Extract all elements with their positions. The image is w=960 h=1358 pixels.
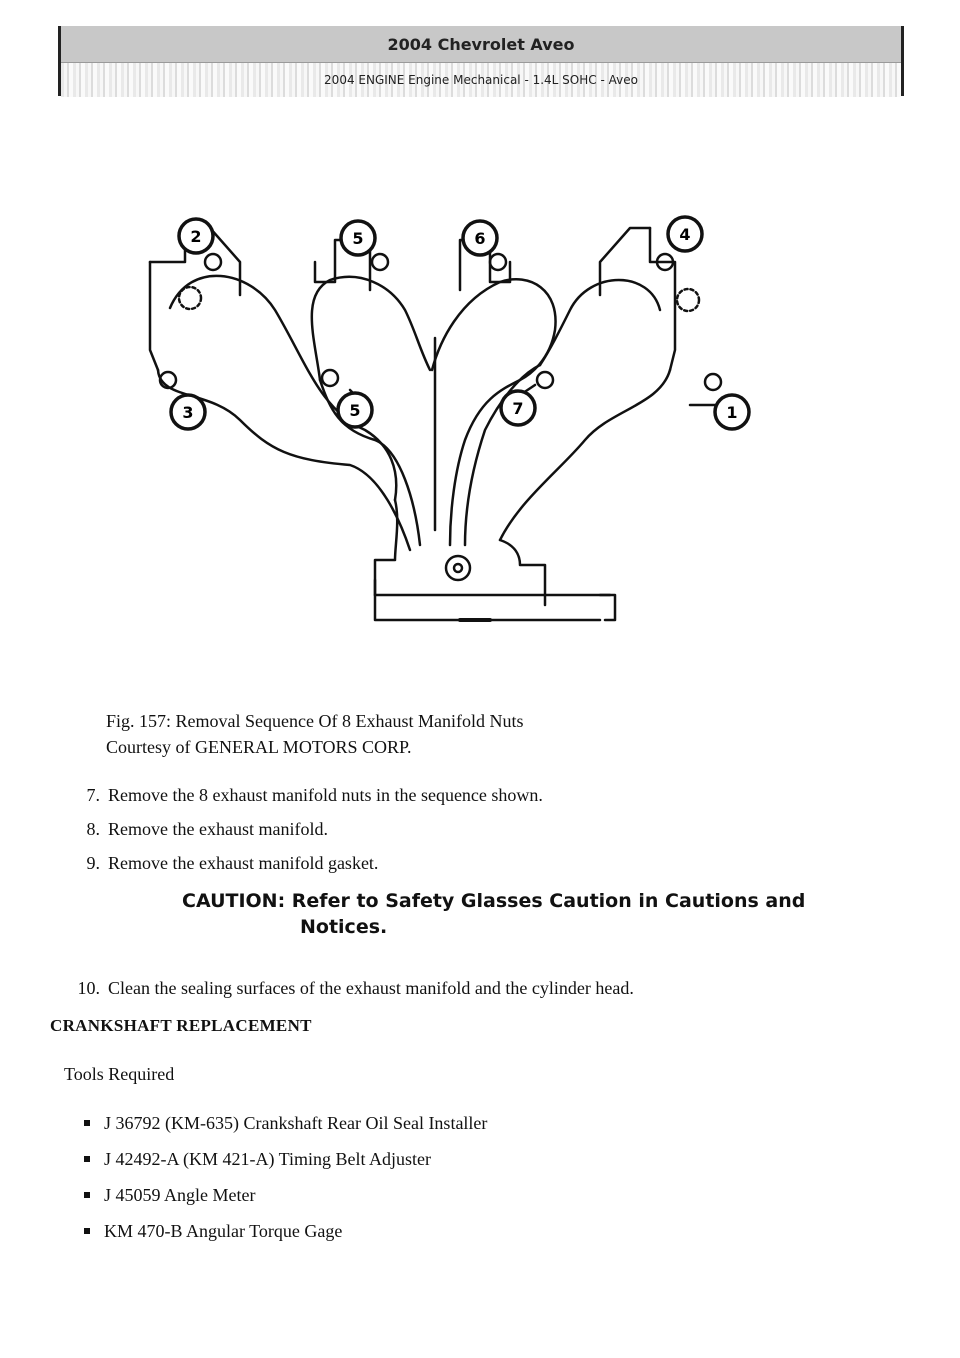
caution-notice: CAUTION: Refer to Safety Glasses Caution…: [182, 888, 832, 940]
list-item: J 42492-A (KM 421-A) Timing Belt Adjuste…: [84, 1141, 487, 1177]
bullet-icon: [84, 1192, 90, 1198]
svg-text:1: 1: [726, 403, 737, 422]
tools-list: J 36792 (KM-635) Crankshaft Rear Oil Sea…: [84, 1105, 487, 1249]
procedure-steps: 7. Remove the 8 exhaust manifold nuts in…: [60, 778, 880, 998]
caption-line-1: Fig. 157: Removal Sequence Of 8 Exhaust …: [106, 711, 524, 731]
step-number: 8.: [86, 818, 101, 839]
callout-2: 2: [177, 217, 215, 255]
exhaust-manifold-diagram: 2 5 6 4 3: [130, 200, 780, 640]
bullet-icon: [84, 1120, 90, 1126]
step-number: 9.: [86, 852, 101, 873]
svg-text:6: 6: [474, 229, 485, 248]
tool-text: J 36792 (KM-635) Crankshaft Rear Oil Sea…: [104, 1112, 488, 1133]
svg-text:4: 4: [679, 225, 690, 244]
page-header: 2004 Chevrolet Aveo 2004 ENGINE Engine M…: [58, 26, 904, 97]
step-item: 9. Remove the exhaust manifold gasket.: [60, 846, 880, 880]
manifold-outline: [148, 260, 160, 372]
step-text: Remove the 8 exhaust manifold nuts in th…: [108, 784, 543, 805]
list-item: J 45059 Angle Meter: [84, 1177, 487, 1213]
callout-6: 6: [461, 219, 499, 257]
step-item: 7. Remove the 8 exhaust manifold nuts in…: [60, 778, 880, 812]
section-title: CRANKSHAFT REPLACEMENT: [50, 1016, 312, 1035]
callout-5-top: 5: [339, 219, 377, 257]
step-number: 10.: [77, 977, 101, 998]
svg-text:3: 3: [182, 403, 193, 422]
callout-4: 4: [666, 215, 704, 253]
bullet-icon: [84, 1156, 90, 1162]
figure-caption: Fig. 157: Removal Sequence Of 8 Exhaust …: [106, 708, 523, 760]
callout-5-bottom: 5: [336, 391, 374, 429]
step-item: 10. Clean the sealing surfaces of the ex…: [60, 971, 634, 1005]
tool-text: J 45059 Angle Meter: [104, 1184, 256, 1205]
list-item: KM 470-B Angular Torque Gage: [84, 1213, 487, 1249]
tool-text: J 42492-A (KM 421-A) Timing Belt Adjuste…: [104, 1148, 432, 1169]
header-title: 2004 Chevrolet Aveo: [61, 26, 901, 63]
svg-text:2: 2: [190, 227, 201, 246]
caution-line-2: Notices.: [300, 916, 388, 938]
svg-text:5: 5: [352, 229, 363, 248]
step-text: Remove the exhaust manifold gasket.: [108, 852, 379, 873]
step-number: 7.: [86, 784, 101, 805]
callout-1: 1: [713, 393, 751, 431]
step-item: 8. Remove the exhaust manifold.: [60, 812, 880, 846]
tools-required-label: Tools Required: [64, 1064, 175, 1084]
svg-text:7: 7: [512, 399, 523, 418]
caution-line-1: CAUTION: Refer to Safety Glasses Caution…: [182, 890, 806, 912]
list-item: J 36792 (KM-635) Crankshaft Rear Oil Sea…: [84, 1105, 487, 1141]
header-subtitle: 2004 ENGINE Engine Mechanical - 1.4L SOH…: [61, 63, 901, 97]
bullet-icon: [84, 1228, 90, 1234]
callout-3: 3: [169, 393, 207, 431]
callout-7: 7: [499, 389, 537, 427]
tool-text: KM 470-B Angular Torque Gage: [104, 1220, 343, 1241]
caption-line-2: Courtesy of GENERAL MOTORS CORP.: [106, 737, 412, 757]
step-text: Clean the sealing surfaces of the exhaus…: [108, 977, 634, 998]
svg-text:5: 5: [349, 401, 360, 420]
step-text: Remove the exhaust manifold.: [108, 818, 328, 839]
